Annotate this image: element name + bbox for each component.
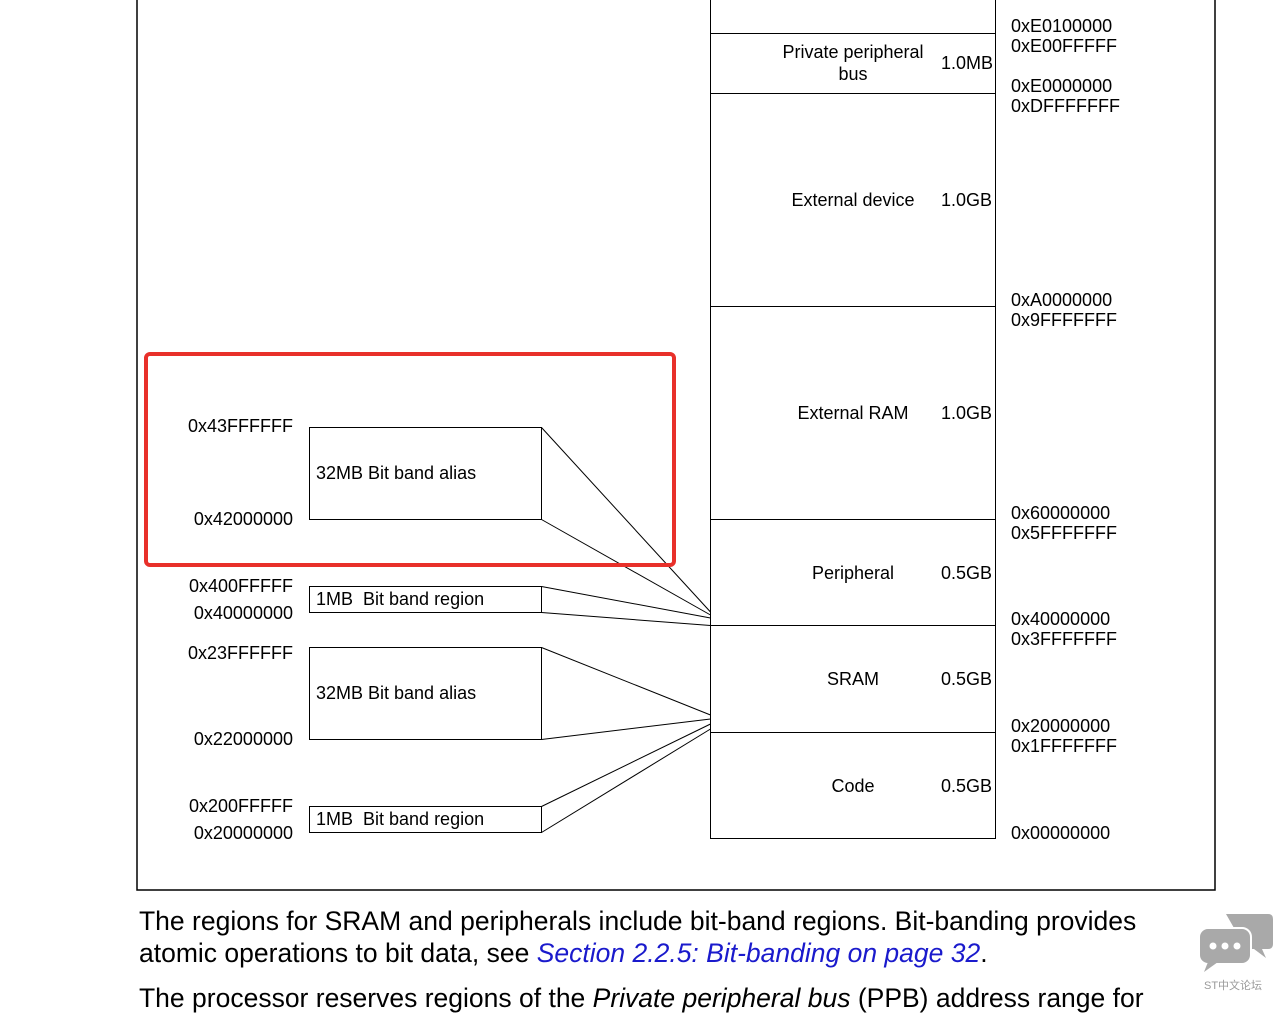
bitband-top-address: 0x43FFFFFF xyxy=(188,416,293,436)
address-label: 0x1FFFFFFF xyxy=(1011,736,1117,756)
region-name-ppb-line1: Private peripheral xyxy=(782,42,923,62)
body-paragraph-2: The processor reserves regions of the Pr… xyxy=(139,982,1144,1014)
address-label: 0xE00FFFFF xyxy=(1011,36,1117,56)
region-size-ppb: 1.0MB xyxy=(941,53,993,73)
address-label: 0x00000000 xyxy=(1011,823,1110,843)
watermark-text: ST中文论坛 xyxy=(1204,980,1263,992)
paragraph-italic: Private peripheral bus xyxy=(592,983,851,1013)
paragraph-text: . xyxy=(980,938,988,968)
bitband-alias-sram-box xyxy=(309,647,542,740)
memory-map-column xyxy=(710,0,996,839)
address-label: 0x5FFFFFFF xyxy=(1011,523,1117,543)
region-name-ppb-line2: bus xyxy=(838,64,867,84)
connector-lines xyxy=(541,427,711,833)
region-size-external-device: 1.0GB xyxy=(941,190,992,210)
bitband-block-label: 32MB Bit band alias xyxy=(316,683,476,703)
section-link[interactable]: Section 2.2.5: Bit-banding on page 32 xyxy=(536,938,981,968)
region-size-sram: 0.5GB xyxy=(941,669,992,689)
address-label: 0xA0000000 xyxy=(1011,290,1112,310)
bitband-bottom-address: 0x20000000 xyxy=(194,823,293,843)
bitband-block-label: 32MB Bit band alias xyxy=(316,463,476,483)
region-name-external-device: External device xyxy=(791,190,914,210)
bitband-region-sram-box xyxy=(309,806,542,833)
figure-frame xyxy=(136,0,1216,891)
body-paragraph: The regions for SRAM and peripherals inc… xyxy=(139,905,1136,969)
paragraph-text: atomic operations to bit data, see xyxy=(139,938,537,968)
paragraph-text: (PPB) address range for xyxy=(850,983,1144,1013)
forum-watermark: ST中文论坛 xyxy=(1196,912,1276,992)
region-size-peripheral: 0.5GB xyxy=(941,563,992,583)
bitband-region-peripheral-box xyxy=(309,586,542,613)
bitband-alias-peripheral-box xyxy=(309,427,542,520)
address-label: 0x40000000 xyxy=(1011,609,1110,629)
region-name-code: Code xyxy=(831,776,874,796)
address-label: 0xE0100000 xyxy=(1011,16,1112,36)
address-label: 0x20000000 xyxy=(1011,716,1110,736)
address-label: 0x60000000 xyxy=(1011,503,1110,523)
bitband-bottom-address: 0x40000000 xyxy=(194,603,293,623)
bitband-top-address: 0x400FFFFF xyxy=(189,576,293,596)
bitband-block-label: 1MB Bit band region xyxy=(316,809,484,829)
address-label: 0xDFFFFFFF xyxy=(1011,96,1120,116)
region-name-peripheral: Peripheral xyxy=(812,563,894,583)
chat-bubble-icon xyxy=(1198,914,1273,972)
region-name-sram: SRAM xyxy=(827,669,879,689)
paragraph-line: atomic operations to bit data, see Secti… xyxy=(139,937,1136,969)
address-label: 0xE0000000 xyxy=(1011,76,1112,96)
bitband-bottom-address: 0x22000000 xyxy=(194,729,293,749)
bitband-bottom-address: 0x42000000 xyxy=(194,509,293,529)
bitband-top-address: 0x200FFFFF xyxy=(189,796,293,816)
paragraph-text: The processor reserves regions of the xyxy=(139,983,593,1013)
region-name-external-ram: External RAM xyxy=(797,403,908,423)
region-size-code: 0.5GB xyxy=(941,776,992,796)
address-label: 0x9FFFFFFF xyxy=(1011,310,1117,330)
region-size-external-ram: 1.0GB xyxy=(941,403,992,423)
highlight-annotation xyxy=(144,352,676,567)
bitband-top-address: 0x23FFFFFF xyxy=(188,643,293,663)
bitband-block-label: 1MB Bit band region xyxy=(316,589,484,609)
address-label: 0x3FFFFFFF xyxy=(1011,629,1117,649)
paragraph-line: The regions for SRAM and peripherals inc… xyxy=(139,906,1137,936)
